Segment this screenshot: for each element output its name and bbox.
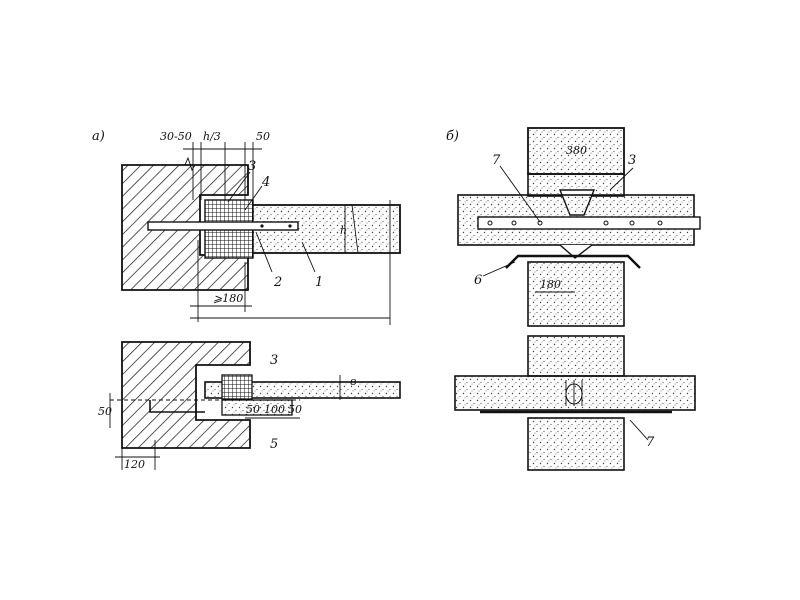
panel-b-label: б)	[446, 129, 459, 144]
panel-b-bottom-detail: 7	[454, 335, 696, 471]
column-middle	[527, 261, 625, 327]
callout-7-lower: 7	[646, 435, 655, 450]
dim-180-b: 180	[540, 278, 561, 291]
dim-380: 380	[566, 144, 587, 157]
panel-b-top-detail: б)	[446, 127, 701, 327]
callout-3-b: 3	[628, 153, 636, 168]
anchor-plate-upper	[477, 216, 701, 230]
panel-a-top-detail: а)	[92, 129, 401, 325]
callout-4: 4	[261, 175, 270, 190]
leaders-b-top	[482, 165, 634, 277]
callout-3: 3	[248, 159, 256, 174]
column-lower-upper	[527, 335, 625, 377]
dimension-lines-top	[183, 142, 391, 325]
dim-left: 50	[98, 405, 112, 418]
panel-a-bottom-detail: 3 5 50 100 50 120 в 50	[98, 341, 401, 471]
hatched-wall-lower	[121, 341, 251, 449]
dim-h: h	[340, 224, 347, 237]
callout-1: 1	[315, 275, 323, 290]
callout-2: 2	[273, 275, 282, 290]
dimension-lines-lower	[109, 375, 341, 470]
callout-7: 7	[492, 153, 501, 168]
panel-a-label: а)	[92, 129, 105, 144]
callout-5: 5	[270, 437, 278, 452]
bar-lower	[110, 399, 300, 413]
dim-h3: h/3	[203, 130, 221, 143]
mortar-lower	[221, 374, 293, 416]
dim-180: ⩾180	[213, 292, 243, 305]
dim-50-a: 50	[246, 403, 260, 416]
dim-30-50: 30-50	[160, 130, 192, 143]
dim-50: 50	[256, 130, 270, 143]
dim-b: в	[350, 375, 356, 388]
callout-3-lower: 3	[270, 353, 278, 368]
slab-lower	[204, 381, 401, 399]
callout-6: 6	[474, 273, 482, 288]
column-lower	[527, 417, 625, 471]
beam-lower	[454, 375, 696, 411]
dim-100: 100	[264, 403, 285, 416]
dim-120: 120	[124, 458, 145, 471]
steel-plate	[505, 254, 641, 269]
dim-50-b: 50	[288, 403, 302, 416]
leaders-top	[227, 171, 316, 273]
anchor-bar	[147, 221, 299, 231]
